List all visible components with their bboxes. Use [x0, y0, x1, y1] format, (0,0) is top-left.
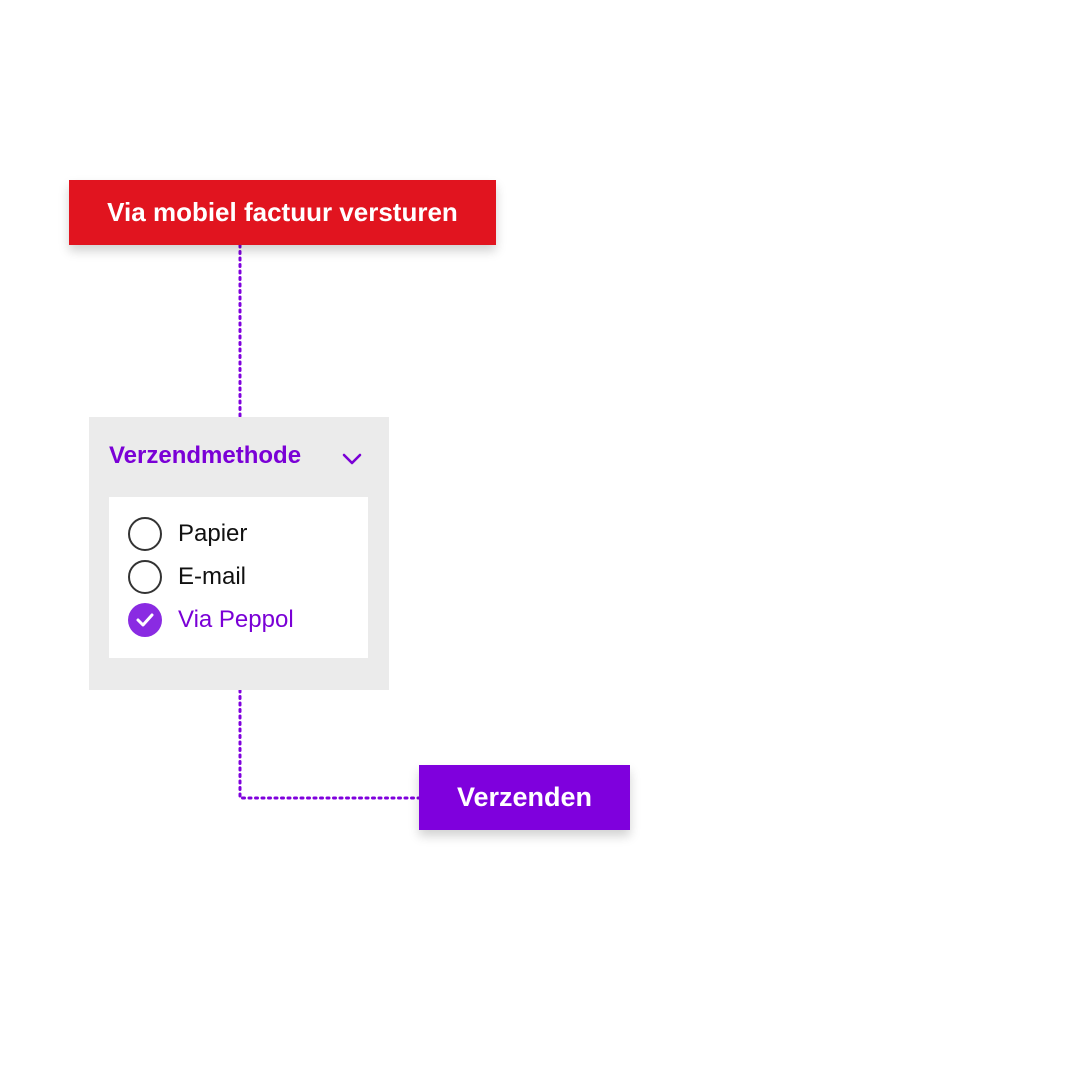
- option-email[interactable]: E-mail: [128, 559, 246, 595]
- send-via-mobile-button[interactable]: Via mobiel factuur versturen: [69, 180, 496, 245]
- option-label: Papier: [178, 520, 248, 547]
- submit-button-label: Verzenden: [456, 782, 593, 812]
- shipping-method-dropdown-header[interactable]: Verzendmethode: [109, 439, 369, 473]
- shipping-method-title: Verzendmethode: [109, 442, 302, 469]
- chevron-down-icon[interactable]: [341, 448, 363, 470]
- radio-checked-icon[interactable]: [128, 603, 162, 637]
- shipping-method-panel: Verzendmethode Papier E-mail Via Peppol: [89, 417, 389, 690]
- radio-unchecked-icon[interactable]: [128, 517, 162, 551]
- radio-unchecked-icon[interactable]: [128, 560, 162, 594]
- option-papier[interactable]: Papier: [128, 516, 247, 552]
- option-label: Via Peppol: [178, 606, 294, 633]
- option-label: E-mail: [178, 563, 247, 590]
- option-via-peppol[interactable]: Via Peppol: [128, 602, 294, 638]
- shipping-method-options: Papier E-mail Via Peppol: [109, 497, 368, 658]
- connector-panel-to-submit: [238, 688, 421, 800]
- send-via-mobile-label: Via mobiel factuur versturen: [107, 197, 458, 227]
- submit-button[interactable]: Verzenden: [419, 765, 630, 830]
